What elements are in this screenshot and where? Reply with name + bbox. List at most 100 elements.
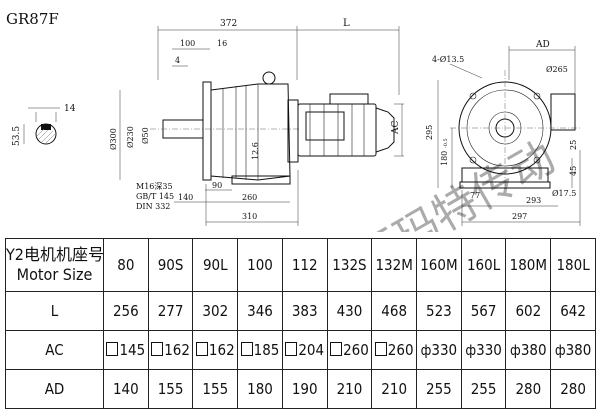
- value-cell: 383: [281, 291, 328, 331]
- value-cell: 155: [192, 369, 239, 409]
- value-cell: 346: [237, 291, 283, 331]
- value-cell: 302: [192, 291, 239, 331]
- dim-295: 295: [425, 125, 434, 140]
- value-cell: 140: [103, 369, 149, 409]
- dim-297: 297: [512, 212, 527, 221]
- dim-90: 90: [212, 181, 222, 190]
- size-cell: 132S: [326, 238, 373, 292]
- dim-53-5: 53.5: [12, 126, 22, 146]
- ac-value: 260: [387, 341, 414, 359]
- table-row-AD: AD 140 155 155 180 190 210 210 255 255 2…: [5, 369, 596, 409]
- value-cell: 280: [505, 369, 552, 409]
- standard-gb: GB/T 145: [136, 192, 174, 201]
- row-label: AD: [5, 369, 104, 409]
- ac-value: 145: [119, 341, 146, 359]
- value-cell: 602: [505, 291, 552, 331]
- dim-AC: AC: [391, 121, 401, 135]
- size-cell: 160M: [416, 238, 462, 292]
- ac-value: 162: [164, 341, 190, 359]
- value-cell: ф330: [460, 330, 507, 370]
- dim-25: 25: [569, 140, 578, 150]
- table-header-row: Y2电机机座号 Motor Size 80 90S 90L 100 112 13…: [5, 238, 596, 292]
- value-cell: ф380: [505, 330, 552, 370]
- value-cell: 523: [416, 291, 462, 331]
- size-cell: 90L: [192, 238, 239, 292]
- header-en: Motor Size: [16, 265, 93, 284]
- dim-260: 260: [242, 193, 257, 202]
- value-cell: 277: [147, 291, 194, 331]
- value-cell: 162: [147, 330, 194, 370]
- value-cell: 260: [326, 330, 373, 370]
- value-cell: 255: [460, 369, 507, 409]
- dim-140: 140: [178, 193, 193, 202]
- motor-size-table: Y2电机机座号 Motor Size 80 90S 90L 100 112 13…: [5, 238, 596, 409]
- shaft-key-section: 14 53.5: [12, 104, 76, 146]
- value-cell: 280: [550, 369, 596, 409]
- header-cell: Y2电机机座号 Motor Size: [5, 238, 104, 292]
- size-cell: 80: [103, 238, 149, 292]
- dim-dia230: Ø230: [126, 126, 135, 148]
- shape-prefix: [151, 342, 164, 356]
- shape-prefix: [330, 342, 343, 356]
- shape-prefix: ф: [510, 343, 521, 359]
- gearmotor-drawing: GR87F 14 53.5 372 L 100: [6, 10, 581, 232]
- size-cell: 160L: [460, 238, 507, 292]
- dim-r265: Ø265: [546, 65, 568, 74]
- value-cell: ф380: [550, 330, 596, 370]
- row-label: L: [5, 291, 104, 331]
- value-cell: 190: [281, 369, 328, 409]
- shape-prefix: ф: [420, 343, 432, 359]
- value-cell: 185: [237, 330, 283, 370]
- thread-note: M16深35: [136, 182, 173, 191]
- ac-value: 185: [253, 341, 280, 359]
- value-cell: 255: [416, 369, 462, 409]
- standard-din: DIN 332: [136, 202, 170, 211]
- size-cell: 180M: [505, 238, 552, 292]
- dim-45: 45: [569, 166, 578, 176]
- value-cell: 567: [460, 291, 507, 331]
- dim-holes: 4-Ø13.5: [432, 55, 464, 64]
- table-row-L: L 256 277 302 346 383 430 468 523 567 60…: [5, 291, 596, 331]
- dim-L: L: [343, 18, 350, 29]
- row-label: AC: [5, 330, 104, 370]
- side-view: 372 L 100 16 4 Ø300 Ø230 Ø50 12.6: [109, 18, 404, 226]
- value-cell: 162: [192, 330, 239, 370]
- shape-prefix: [285, 342, 298, 356]
- dim-dia300: Ø300: [109, 128, 118, 150]
- shape-prefix: [240, 342, 253, 356]
- dim-16: 16: [217, 39, 227, 48]
- value-cell: 145: [103, 330, 149, 370]
- value-cell: 204: [281, 330, 328, 370]
- ac-value: 260: [343, 341, 369, 359]
- dim-310: 310: [242, 212, 257, 221]
- shape-prefix: [195, 342, 208, 356]
- ac-value: 162: [208, 341, 235, 359]
- value-cell: 468: [371, 291, 418, 331]
- size-cell: 112: [281, 238, 328, 292]
- model-title: GR87F: [6, 10, 59, 28]
- ac-value: 380: [520, 341, 547, 359]
- table-row-AC: AC 145 162 162 185 204 260 260 ф330 ф330…: [5, 330, 596, 370]
- dim-180-tol: -0.5: [443, 138, 449, 148]
- shape-prefix: ф: [465, 343, 477, 359]
- dim-372: 372: [220, 19, 237, 29]
- dim-dia17-5: Ø17.5: [552, 189, 576, 198]
- value-cell: 430: [326, 291, 373, 331]
- dim-14: 14: [64, 104, 76, 114]
- value-cell: 210: [371, 369, 418, 409]
- value-cell: 642: [550, 291, 596, 331]
- value-cell: 260: [371, 330, 418, 370]
- dim-dia50: Ø50: [141, 127, 150, 144]
- value-cell: ф330: [416, 330, 462, 370]
- ac-value: 204: [298, 341, 325, 359]
- value-cell: 155: [147, 369, 194, 409]
- shape-prefix: [374, 342, 387, 356]
- value-cell: 210: [326, 369, 373, 409]
- value-cell: 180: [237, 369, 283, 409]
- dim-4: 4: [175, 56, 180, 65]
- dim-AD: AD: [535, 40, 550, 50]
- value-cell: 256: [103, 291, 149, 331]
- ac-value: 330: [431, 341, 458, 359]
- ac-value: 330: [476, 341, 502, 359]
- size-cell: 90S: [147, 238, 194, 292]
